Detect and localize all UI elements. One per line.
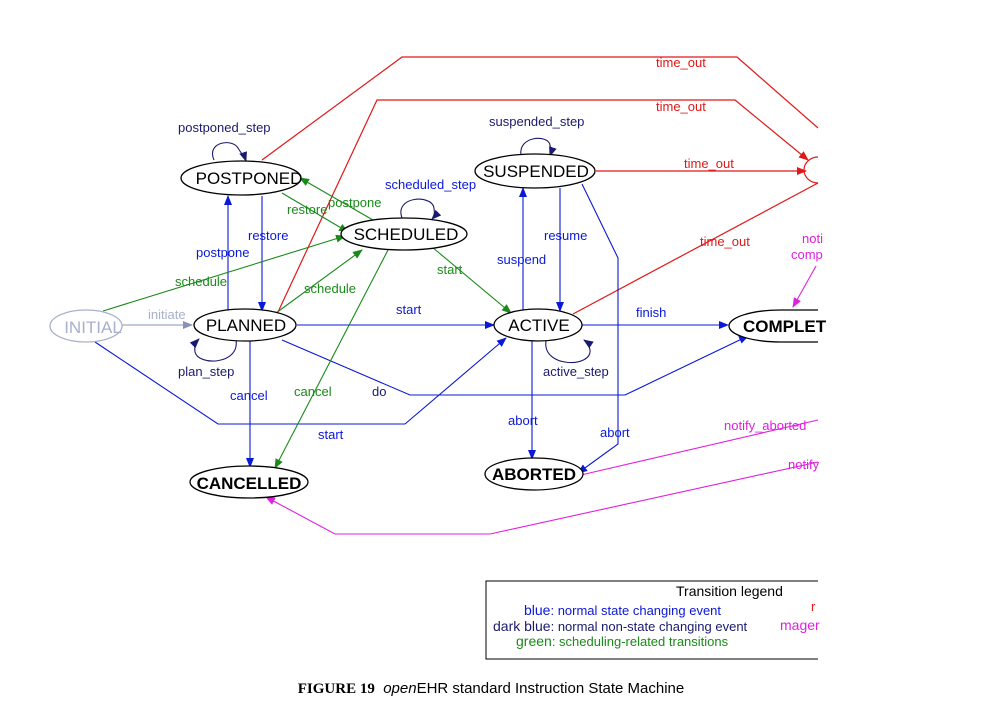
label-initiate: initiate (148, 307, 186, 322)
label-abort-active: abort (508, 413, 538, 428)
state-planned: PLANNED (193, 308, 297, 342)
label-abort-suspended: abort (600, 425, 630, 440)
label-suspended-step: suspended_step (489, 114, 584, 129)
label-scheduled-step: scheduled_step (385, 177, 476, 192)
state-aborted: ABORTED (484, 457, 584, 491)
state-cancelled-label: CANCELLED (197, 474, 302, 493)
label-postpone-green: postpone (328, 195, 382, 210)
loop-postponed-step (211, 142, 247, 162)
label-finish: finish (636, 305, 666, 320)
label-notify-cut: notify (788, 457, 820, 472)
label-time-out-4: time_out (700, 234, 750, 249)
state-cancelled: CANCELLED (189, 465, 309, 499)
label-time-out-3: time_out (684, 156, 734, 171)
label-postpone-blue: postpone (196, 245, 250, 260)
loop-suspended-step (520, 137, 557, 157)
edge-cancel-scheduled (274, 249, 389, 469)
legend-magenta-cut: mager (780, 617, 820, 633)
label-time-out-1: time_out (656, 55, 706, 70)
legend-title: Transition legend (676, 583, 783, 599)
state-suspended-label: SUSPENDED (483, 162, 589, 181)
state-planned-label: PLANNED (206, 316, 286, 335)
loop-active-step (545, 339, 594, 363)
state-postponed: POSTPONED (180, 160, 303, 196)
label-time-out-2: time_out (656, 99, 706, 114)
caption-brand: open (383, 680, 417, 697)
label-cancel-blue: cancel (230, 388, 268, 403)
state-suspended: SUSPENDED (474, 153, 596, 189)
time-out-target-state-partial (803, 156, 819, 184)
label-restore-green: restore (287, 202, 327, 217)
label-restore-blue: restore (248, 228, 288, 243)
state-scheduled: SCHEDULED (340, 217, 468, 251)
edge-notify-cancelled (265, 461, 819, 535)
state-initial-label: INITIAL (64, 318, 122, 337)
state-scheduled-label: SCHEDULED (354, 225, 459, 244)
label-do: do (372, 384, 386, 399)
transition-legend: Transition legend blue: normal state cha… (485, 580, 820, 660)
edge-time-out-planned (277, 99, 809, 313)
edge-postpone-scheduled (299, 177, 374, 221)
state-active: ACTIVE (493, 308, 583, 342)
state-initial: INITIAL (49, 309, 123, 343)
label-suspend: suspend (497, 252, 546, 267)
loop-plan-step (189, 338, 237, 362)
label-cancel-green: cancel (294, 384, 332, 399)
state-aborted-label: ABORTED (492, 465, 576, 484)
edge-start-initial-active (94, 337, 507, 425)
label-notify-complete-b: comp (791, 247, 823, 262)
label-start-mid: start (396, 302, 422, 317)
label-plan-step: plan_step (178, 364, 234, 379)
label-schedule-initial: schedule (175, 274, 227, 289)
edge-abort-suspended (577, 183, 619, 474)
figure-caption: FIGURE 19 openEHR standard Instruction S… (0, 680, 982, 698)
state-completed-label: COMPLET (743, 317, 827, 336)
label-postponed-step: postponed_step (178, 120, 271, 135)
caption-text: EHR standard Instruction State Machine (416, 680, 685, 697)
label-resume: resume (544, 228, 587, 243)
label-notify-complete-a: noti (802, 231, 823, 246)
edge-restore-scheduled (281, 192, 349, 233)
legend-dark-blue-line: dark blue: normal non-state changing eve… (493, 618, 748, 634)
edge-schedule-initial (102, 234, 346, 312)
edge-do (281, 335, 749, 396)
edge-start-scheduled (431, 246, 512, 314)
label-schedule-planned: schedule (304, 281, 356, 296)
figure-number: FIGURE 19 (297, 681, 375, 697)
legend-blue-line: blue: normal state changing event (524, 602, 721, 618)
state-active-label: ACTIVE (508, 316, 569, 335)
edge-schedule-planned (275, 249, 363, 314)
state-completed: COMPLET (728, 309, 827, 343)
edge-notify-aborted (567, 419, 819, 480)
label-notify-aborted: notify_aborted (724, 418, 806, 433)
edge-notify-completed (792, 265, 817, 308)
label-start-green: start (437, 262, 463, 277)
edge-time-out-postponed (261, 56, 819, 161)
label-active-step: active_step (543, 364, 609, 379)
state-postponed-label: POSTPONED (196, 169, 303, 188)
legend-red-cut: r (811, 599, 816, 614)
loop-scheduled-step (400, 198, 442, 220)
label-start-low: start (318, 427, 344, 442)
legend-green-line: green: scheduling-related transitions (516, 633, 729, 649)
edge-time-out-active (572, 182, 819, 315)
